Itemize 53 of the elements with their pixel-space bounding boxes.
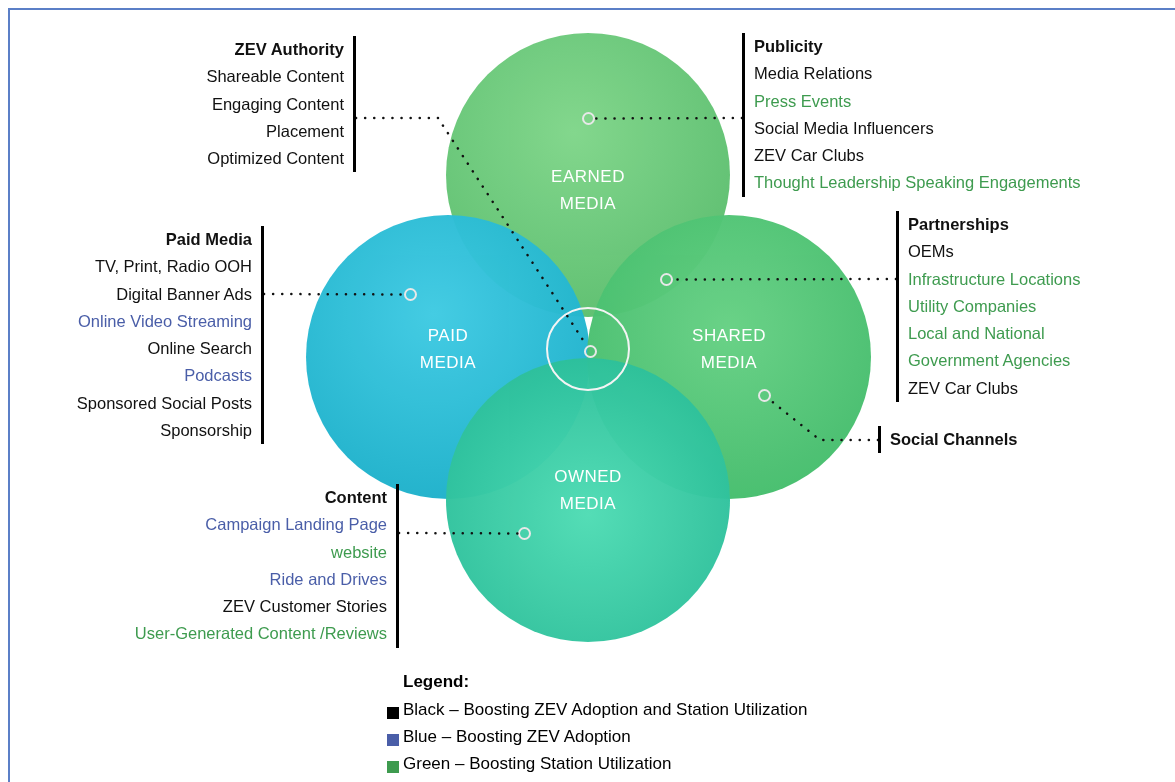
legend-text: Blue – Boosting ZEV Adoption (403, 727, 631, 747)
marker-dot (404, 288, 417, 301)
list-item: Infrastructure Locations (908, 268, 1082, 290)
list-item: Press Events (754, 90, 853, 112)
list-heading: Publicity (754, 36, 824, 57)
text-list (742, 33, 1081, 197)
list-item: Ride and Drives (268, 568, 387, 590)
list-item: ZEV Customer Stories (221, 596, 387, 618)
list-item: website (330, 541, 387, 563)
list-item: ZEV Car Clubs (908, 377, 1020, 399)
leader-line (397, 531, 519, 535)
list-item: Thought Leadership Speaking Engagements (754, 172, 1081, 194)
marker-dot (518, 527, 531, 540)
text-list (206, 36, 356, 173)
list-heading: Content (323, 487, 387, 508)
list-item: Placement (265, 120, 344, 142)
list-heading: Paid Media (164, 229, 252, 250)
list-item: Local and National Government Agencies (908, 323, 1072, 372)
marker-dot (660, 273, 673, 286)
legend-text: Green – Boosting Station Utilization (403, 754, 672, 774)
text-list (134, 484, 399, 648)
list-heading: Social Channels (890, 429, 1018, 450)
list-item: Social Media Influencers (754, 117, 935, 139)
list-heading: Partnerships (908, 214, 1010, 235)
circle-label: SHARED MEDIA (691, 325, 767, 374)
list-item: Campaign Landing Page (204, 514, 387, 536)
list-item: Digital Banner Ads (115, 283, 252, 305)
legend-title: Legend: (403, 672, 470, 692)
leader-line (262, 292, 405, 296)
circle-label: PAID MEDIA (418, 325, 478, 374)
list-item: Engaging Content (210, 93, 344, 115)
list-item: Optimized Content (206, 148, 344, 170)
text-list (76, 226, 264, 445)
list-item: TV, Print, Radio OOH (93, 256, 252, 278)
list-item: User-Generated Content /Reviews (134, 623, 387, 645)
legend-text: Black – Boosting ZEV Adoption and Station Utilization (403, 700, 808, 720)
circle-label: OWNED MEDIA (553, 466, 623, 515)
list-item: Media Relations (754, 63, 874, 85)
list-item: ZEV Car Clubs (754, 145, 866, 167)
leader-line (594, 116, 744, 120)
marker-dot (582, 112, 595, 125)
list-item: Online Video Streaming (77, 310, 252, 332)
list-item: Podcasts (183, 365, 252, 387)
list-item: OEMs (908, 241, 955, 263)
text-list (878, 426, 1018, 454)
marker-dot (758, 389, 771, 402)
list-item: Sponsorship (159, 420, 252, 442)
list-heading: ZEV Authority (233, 39, 344, 60)
circle-label: EARNED MEDIA (550, 166, 626, 215)
list-item: Shareable Content (206, 66, 344, 88)
list-item: Online Search (146, 338, 252, 360)
list-item: Sponsored Social Posts (76, 392, 252, 414)
list-item: Utility Companies (908, 295, 1038, 317)
